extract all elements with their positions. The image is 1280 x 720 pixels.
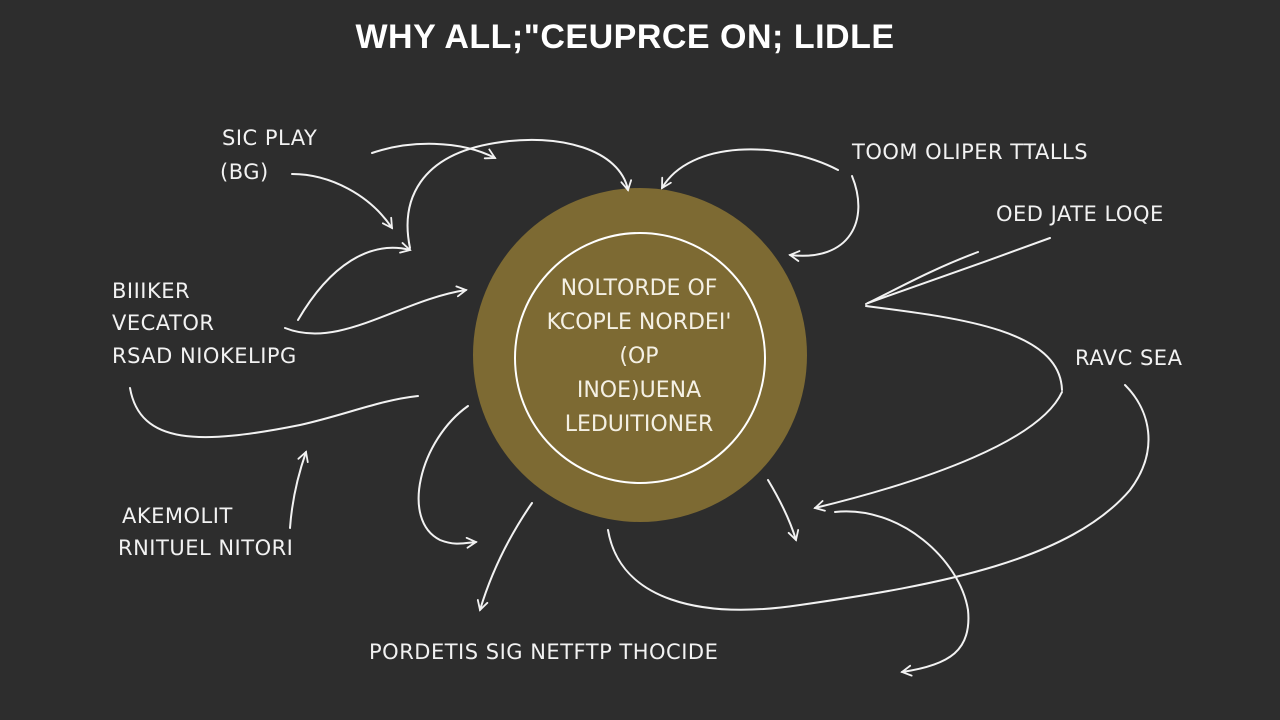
arrow-right-converge-c [865,305,1063,391]
arrow-circle-bottomright [767,479,800,542]
arrow-circle-bottomleft-loop [417,405,478,549]
arrow-left-up [297,242,412,321]
arrow-topright-loop [788,175,860,262]
center-line: INOE)UENA [576,378,702,403]
center-line: KCOPLE NORDEI' [546,310,732,335]
arrow-top-to-circle [661,148,839,190]
arrow-bottom-big-loop [607,384,1150,611]
center-circle [473,188,807,522]
page-title: WHY ALL;"CEUPRCE ON; LIDLE [355,18,895,56]
center-label: NOLTORDE OF KCOPLE NORDEI' (OP INOE)UENA… [514,272,764,442]
arrow-loop-to-circle-top [406,138,633,249]
arrow-right-converge-b [865,251,979,305]
arrow-left-to-circle [284,285,468,335]
label-bg: (BG) [220,160,269,184]
arrow-right-converge-a [867,237,1051,304]
arrow-sicplay-to-top [371,142,497,160]
center-line: (OP [619,344,659,369]
label-biiiker: BIIIKER [112,279,191,303]
label-rnituel: RNITUEL NITORI [118,536,294,560]
arrow-circle-down [476,502,533,612]
center-ring [514,232,766,484]
label-vecator: VECATOR [112,311,215,335]
label-right-mid: RAVC SEA [1075,346,1183,370]
label-sic-play: SIC PLAY [222,126,318,150]
label-rsad: RSAD NIOKELIPG [112,344,297,368]
center-line: LEDUITIONER [564,412,714,437]
arrow-right-to-bottom [813,391,1063,512]
label-right-upper: OED JATE LOQE [996,202,1164,226]
arrow-left-curve-bottom [129,387,419,439]
arrow-bg-down [291,173,394,230]
arrow-bottomright-hook [834,510,970,677]
arrow-bottomleft-up [289,450,309,529]
center-line: NOLTORDE OF [560,276,718,301]
label-top-right: TOOM OLIPER TTALLS [852,140,1089,164]
label-bottom: PORDETIS SIG NETFTP THOCIDE [369,640,719,664]
label-akemolit: AKEMOLIT [122,504,233,528]
